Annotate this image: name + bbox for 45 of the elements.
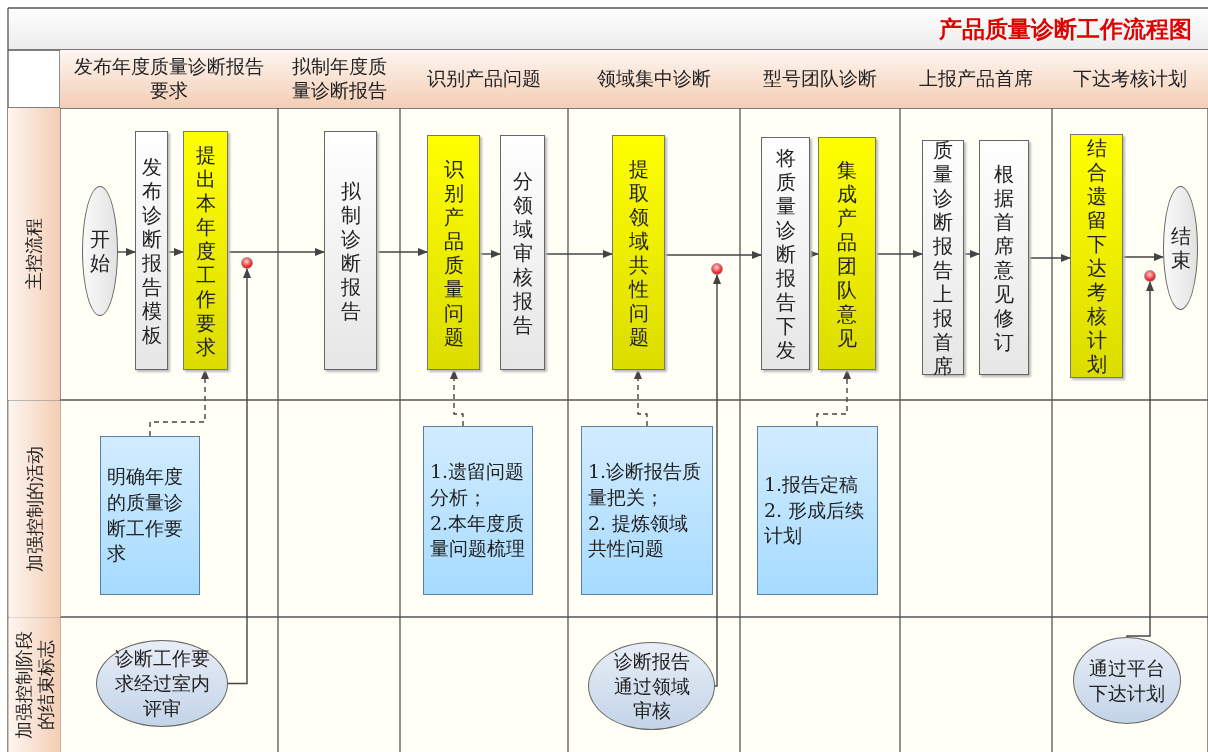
- arrow: [634, 369, 648, 427]
- column-header: 型号团队诊断: [740, 50, 900, 108]
- process-box: 质量诊断报告上报首席: [922, 140, 964, 375]
- column-header: 发布年度质量诊断报告要求: [60, 50, 278, 108]
- arrow: [450, 369, 464, 427]
- column-header: 拟制年度质量诊断报告: [278, 50, 400, 108]
- arrow: [1126, 281, 1154, 638]
- process-box: 发布诊断报告模板: [135, 131, 168, 370]
- arrow: [544, 250, 613, 258]
- arrow: [963, 250, 980, 258]
- note-box: 明确年度的质量诊断工作要求: [100, 436, 200, 595]
- note-box: 1.诊断报告质量把关； 2. 提炼领域共性问题: [581, 426, 713, 595]
- lane-header: 加强控制阶段的结束标志: [8, 617, 60, 752]
- arrow: [376, 248, 428, 256]
- lane-header: 主控流程: [8, 108, 60, 400]
- arrow: [875, 250, 923, 258]
- column-header: 下达考核计划: [1052, 50, 1208, 108]
- arrow: [816, 369, 851, 427]
- arrow: [1122, 253, 1164, 261]
- process-box: 集成产品团队意见: [818, 137, 876, 370]
- note-box: 1.报告定稿 2. 形成后续计划: [757, 426, 878, 595]
- process-box: 拟制诊断报告: [324, 131, 377, 370]
- arrow: [664, 251, 762, 259]
- arrow: [227, 268, 251, 685]
- process-box: 提取领域共性问题: [612, 135, 665, 370]
- diagram-title: 产品质量诊断工作流程图: [938, 14, 1193, 44]
- column-header: 领域集中诊断: [568, 50, 740, 108]
- column-header: 识别产品问题: [400, 50, 568, 108]
- arrow: [1028, 254, 1071, 262]
- arrow: [809, 250, 819, 258]
- process-box: 将质量诊断报告下发: [761, 137, 810, 370]
- lane-header: 加强控制的活动: [8, 400, 60, 617]
- arrow: [227, 248, 325, 256]
- arrow: [149, 369, 209, 437]
- arrow: [479, 250, 501, 258]
- process-box: 结合遗留下达考核计划: [1070, 134, 1123, 378]
- process-box: 提出本年度工作要求: [183, 131, 228, 370]
- process-box: 根据首席意见修订: [979, 140, 1029, 375]
- process-box: 分领域审核报告: [500, 135, 545, 370]
- arrow: [713, 274, 721, 687]
- column-header: 上报产品首席: [900, 50, 1052, 108]
- note-box: 1.遗留问题分析； 2.本年度质量问题梳理: [423, 426, 533, 595]
- arrow: [167, 248, 184, 256]
- process-box: 识别产品质量问题: [427, 135, 480, 370]
- arrow: [117, 248, 136, 256]
